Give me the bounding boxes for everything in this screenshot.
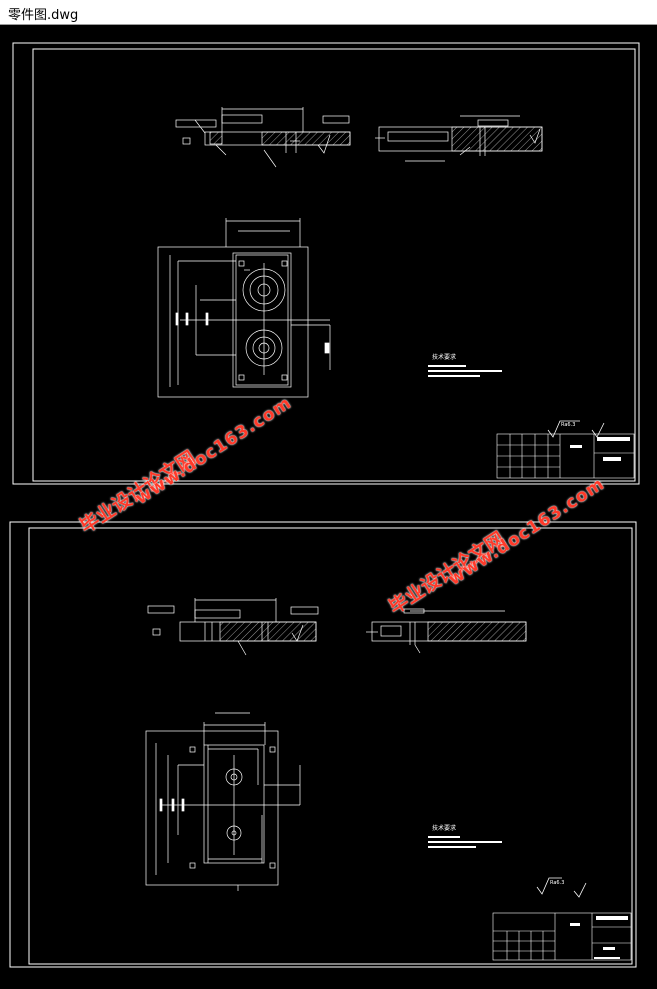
tech-notes-title-1: 技术要求 [432, 353, 456, 361]
tech-notes-2 [428, 836, 502, 848]
section-view-right-2 [366, 608, 527, 654]
roughness-label-1: Ra6.3 [561, 422, 575, 428]
plan-view-1 [157, 218, 331, 398]
section-view-left-1 [175, 107, 351, 168]
drawing-canvas[interactable]: 技术要求 Ra6.3 [0, 25, 657, 985]
tech-notes-1 [428, 365, 502, 377]
roughness-symbol-1 [547, 420, 605, 438]
title-block-1 [496, 433, 635, 479]
roughness-label-2: Ra6.3 [550, 880, 564, 886]
plan-view-2 [145, 712, 301, 891]
drawing-sheet-2 [9, 521, 637, 968]
roughness-symbol-2 [536, 877, 587, 898]
title-block-2 [492, 912, 632, 961]
drawing-sheet-1 [12, 42, 640, 485]
window-title: 零件图.dwg [8, 8, 79, 23]
window-titlebar: 零件图.dwg [0, 0, 657, 25]
section-view-left-2 [147, 598, 319, 656]
tech-notes-title-2: 技术要求 [432, 824, 456, 832]
section-view-right-1 [375, 115, 543, 162]
